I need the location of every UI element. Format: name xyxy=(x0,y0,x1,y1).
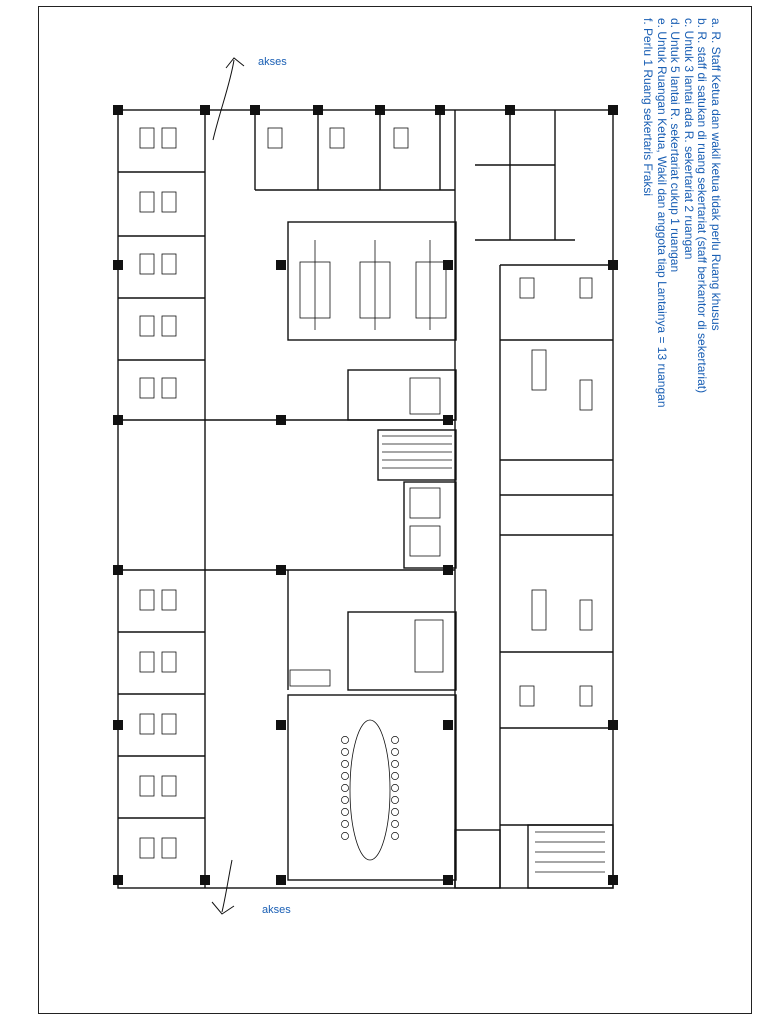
access-label-bottom: akses xyxy=(262,904,291,916)
note-b: b. R. staff di satukan di ruang sekertar… xyxy=(695,18,710,394)
office-desks xyxy=(139,127,593,859)
meeting-table xyxy=(349,719,391,861)
access-arrow-top xyxy=(212,57,245,141)
staff-workstations xyxy=(299,240,447,330)
access-label-top: akses xyxy=(258,56,287,68)
meeting-chairs xyxy=(341,736,399,840)
building-outline xyxy=(117,109,614,889)
note-d: d. Untuk 5 lantai R. sekertariat cukup 1… xyxy=(668,18,683,273)
elevator-cars xyxy=(409,377,441,557)
design-notes: a. R. Staff Ketua dan wakil ketua tidak … xyxy=(612,18,724,408)
note-a: a. R. Staff Ketua dan wakil ketua tidak … xyxy=(709,18,723,331)
note-c: c. Untuk 3 lantai ada R. sekertariat 2 r… xyxy=(682,18,696,260)
stairs xyxy=(382,435,605,873)
drawing-frame xyxy=(38,6,752,1014)
access-arrow-bottom xyxy=(211,859,235,915)
structural-columns xyxy=(113,105,618,885)
note-e: e. Untuk Ruangan Ketua, Wakil dan anggot… xyxy=(655,18,669,408)
note-f: f. Perlu 1 Ruang sekertaris Fraksi xyxy=(641,18,656,197)
